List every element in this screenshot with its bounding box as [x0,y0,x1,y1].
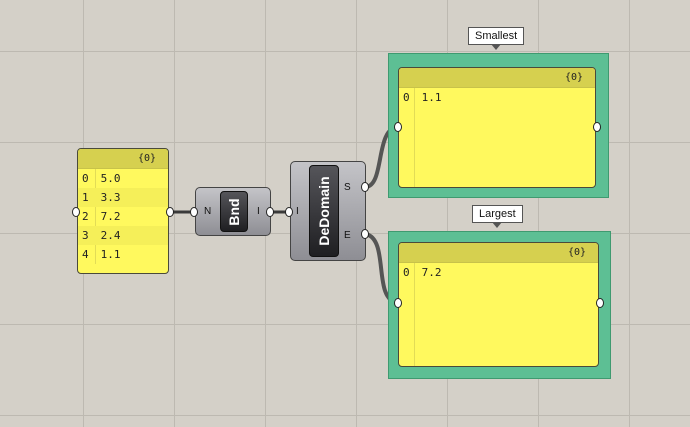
list-value: 1.1 [100,248,121,261]
bounds-component-body: Bnd [220,191,248,232]
list-index: 0 [403,266,410,279]
smallest-panel-header: {0} [399,68,595,88]
largest-panel-in-port[interactable] [394,298,402,308]
dedomain-component[interactable]: DeDomain I S E [290,161,366,261]
smallest-tooltip: Smallest [468,27,525,50]
dedomain-component-name: DeDomain [316,176,332,246]
input-panel[interactable]: {0} 0 5.0 1 3.3 2 7.2 3 2.4 4 1.1 [77,148,169,274]
bounds-output-label: I [257,206,260,217]
list-item: 4 1.1 [78,245,168,264]
dedomain-component-body: DeDomain [309,165,339,257]
list-index: 0 [403,91,410,104]
bounds-component-name: Bnd [226,197,242,226]
list-index: 0 [82,172,89,185]
dedomain-input-label: I [296,206,299,217]
smallest-panel-in-port[interactable] [394,122,402,132]
dedomain-end-label: E [344,230,351,241]
input-panel-header: {0} [78,149,168,169]
list-item: 2 7.2 [78,207,168,226]
dedomain-input-port[interactable] [285,207,293,217]
list-item: 3 2.4 [78,226,168,245]
dedomain-start-port[interactable] [361,182,369,192]
list-item: 0 5.0 [78,169,168,188]
list-index: 1 [82,191,89,204]
bounds-output-port[interactable] [266,207,274,217]
input-panel-out-port[interactable] [166,207,174,217]
list-value: 7.2 [100,210,121,223]
dedomain-start-label: S [344,182,351,193]
input-panel-in-port[interactable] [72,207,80,217]
list-index: 2 [82,210,89,223]
panel-divider [95,169,96,264]
smallest-panel[interactable]: {0} 0 1.1 [398,67,596,188]
smallest-panel-out-port[interactable] [593,122,601,132]
panel-divider [414,88,415,187]
list-item: 0 7.2 [399,263,598,282]
list-item: 1 3.3 [78,188,168,207]
largest-panel-header: {0} [399,243,598,263]
list-item: 0 1.1 [399,88,595,107]
list-value: 2.4 [100,229,121,242]
list-value: 5.0 [100,172,121,185]
bounds-input-port[interactable] [190,207,198,217]
list-value: 7.2 [421,266,442,279]
dedomain-end-port[interactable] [361,229,369,239]
list-value: 3.3 [100,191,121,204]
largest-tooltip: Largest [472,205,523,228]
largest-panel[interactable]: {0} 0 7.2 [398,242,599,367]
bounds-input-label: N [204,206,212,217]
list-index: 3 [82,229,89,242]
bounds-component[interactable]: Bnd N I [195,187,271,236]
largest-panel-out-port[interactable] [596,298,604,308]
panel-divider [414,263,415,366]
list-value: 1.1 [421,91,442,104]
list-index: 4 [82,248,89,261]
